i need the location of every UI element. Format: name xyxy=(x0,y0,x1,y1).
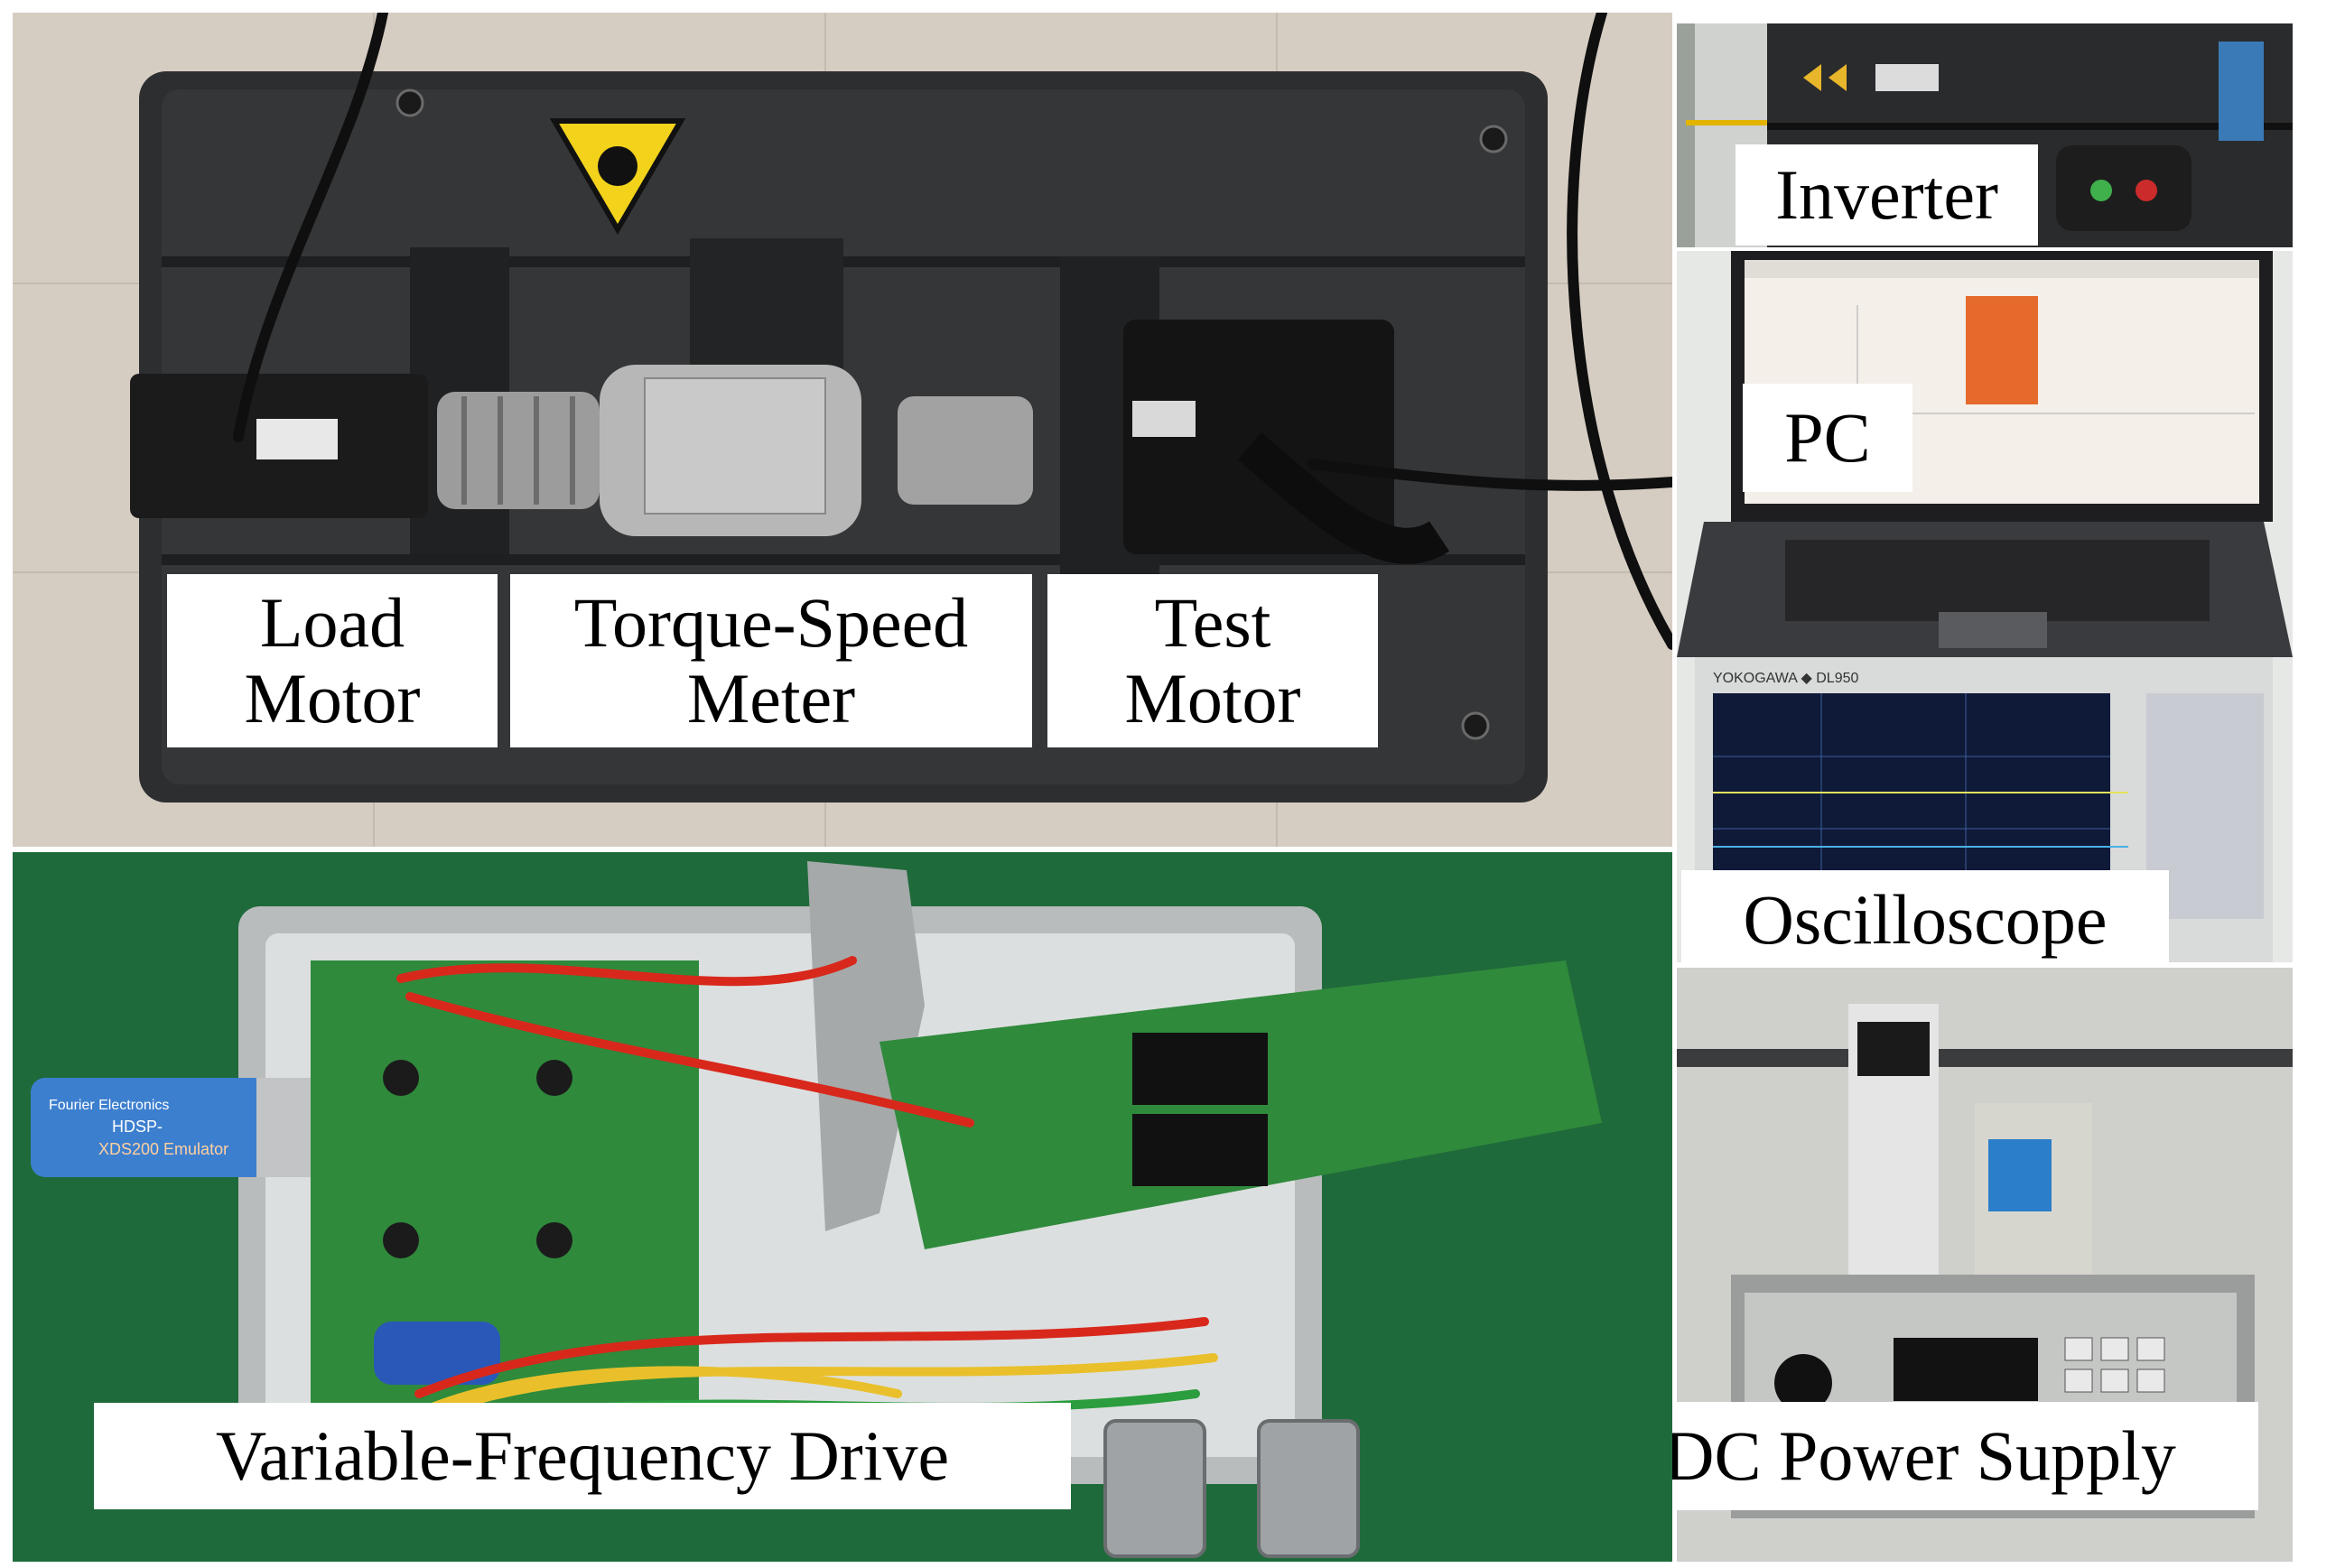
inverter-label-text: Inverter xyxy=(1775,154,1998,234)
test-motor-line-1: Test xyxy=(1154,582,1271,662)
test-motor-line-2: Motor xyxy=(1124,659,1301,738)
variable-frequency-drive-label-text: Variable-Frequency Drive xyxy=(215,1415,950,1495)
oscilloscope-label-text: Oscilloscope xyxy=(1743,879,2108,959)
dc-power-supply-label: DC Power Supply xyxy=(1581,1402,2258,1510)
variable-frequency-drive-label: Variable-Frequency Drive xyxy=(94,1403,1071,1509)
load-motor-line-2: Motor xyxy=(244,659,421,738)
svg-text:YOKOGAWA ◆ DL950: YOKOGAWA ◆ DL950 xyxy=(1713,671,1859,686)
svg-text:HDSP-: HDSP- xyxy=(112,1118,163,1136)
oscilloscope-label: Oscilloscope xyxy=(1681,870,2169,970)
pc-label: PC xyxy=(1743,384,1912,492)
test-motor-label: Test Motor xyxy=(1047,574,1378,747)
svg-text:Fourier Electronics: Fourier Electronics xyxy=(49,1098,169,1113)
inverter-label: Inverter xyxy=(1735,144,2038,246)
torque-speed-meter-line-2: Meter xyxy=(686,659,856,738)
torque-speed-meter-line-1: Torque-Speed xyxy=(573,582,969,662)
load-motor-line-1: Load xyxy=(259,582,405,662)
pc-oscilloscope-photo: YOKOGAWA ◆ DL950 xyxy=(1677,251,2293,962)
torque-speed-meter-label: Torque-Speed Meter xyxy=(510,574,1032,747)
load-motor-label: Load Motor xyxy=(167,574,498,747)
svg-text:XDS200 Emulator: XDS200 Emulator xyxy=(98,1140,228,1158)
pc-label-text: PC xyxy=(1784,397,1871,477)
dc-power-supply-label-text: DC Power Supply xyxy=(1663,1415,2176,1495)
dc-power-supply-photo xyxy=(1677,968,2293,1562)
